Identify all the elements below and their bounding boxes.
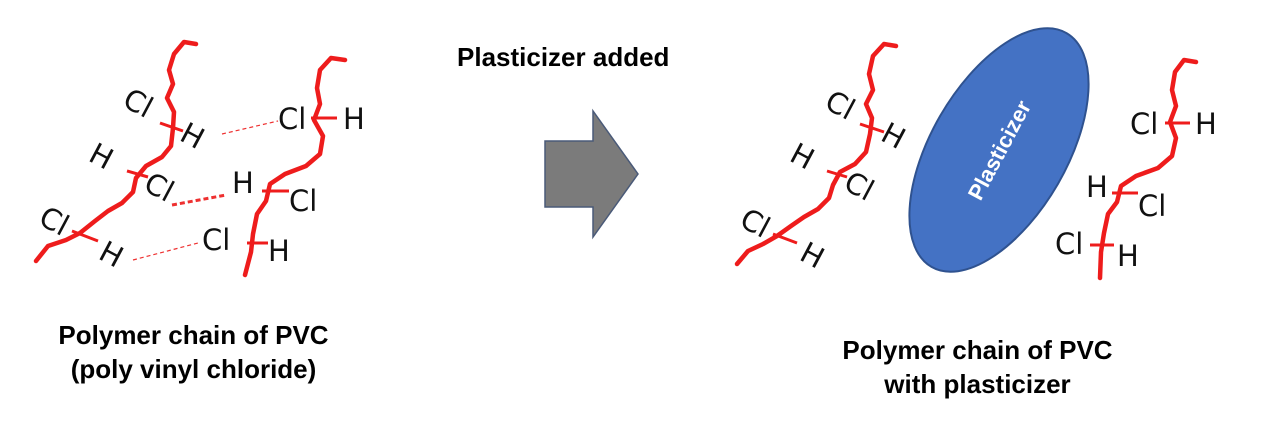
interchain-attraction-line: [132, 242, 199, 261]
polymer-chain-backbone: [33, 39, 199, 264]
hydrogen-atom: H: [175, 116, 210, 156]
arrow-label: Plasticizer added: [457, 42, 670, 72]
hydrogen-atom: H: [876, 116, 911, 156]
polymer-chain-backbone: [242, 55, 348, 278]
right-block-arrow-icon: [544, 108, 639, 240]
hydrogen-atom: H: [1117, 239, 1139, 273]
left-caption: Polymer chain of PVC (poly vinyl chlorid…: [36, 318, 351, 386]
plasticizer-molecule: [908, 27, 1090, 273]
right-panel: Cl H H Cl Cl H Plasticizer Cl H H Cl Cl …: [734, 27, 1217, 281]
interchain-attraction-line: [171, 193, 227, 207]
hydrogen-atom: H: [785, 136, 820, 176]
side-bond: [772, 232, 798, 245]
hydrogen-atom: H: [343, 102, 365, 136]
right-caption: Polymer chain of PVC with plasticizer: [820, 333, 1135, 401]
hydrogen-atom: H: [795, 235, 830, 275]
left-caption-line-1: Polymer chain of PVC: [58, 320, 329, 350]
left-caption-line-2: (poly vinyl chloride): [70, 354, 317, 384]
chlorine-atom: Cl: [1138, 189, 1166, 223]
hydrogen-atom: H: [1086, 170, 1108, 204]
chlorine-atom: Cl: [118, 81, 159, 124]
chlorine-atom: Cl: [1130, 107, 1158, 141]
right-caption-line-2: with plasticizer: [884, 369, 1071, 399]
side-bond: [71, 229, 99, 243]
hydrogen-atom: H: [232, 166, 254, 200]
polymer-chain-backbone: [734, 41, 899, 267]
hydrogen-atom: H: [84, 136, 119, 176]
interchain-attraction-line: [221, 120, 279, 135]
hydrogen-atom: H: [268, 234, 290, 268]
chlorine-atom: Cl: [1055, 227, 1083, 261]
chlorine-atom: Cl: [139, 165, 180, 208]
side-bond: [159, 121, 184, 133]
side-bond: [859, 122, 885, 134]
chlorine-atom: Cl: [820, 83, 861, 126]
polymer-chain-backbone: [1097, 57, 1199, 281]
chlorine-atom: Cl: [34, 199, 75, 242]
hydrogen-atom: H: [94, 234, 129, 274]
right-caption-line-1: Polymer chain of PVC: [842, 335, 1113, 365]
side-bond: [826, 169, 848, 179]
chlorine-atom: Cl: [289, 184, 317, 218]
left-panel: Cl H H Cl Cl H Cl H H Cl Cl H: [33, 39, 365, 278]
chlorine-atom: Cl: [278, 102, 306, 136]
side-bond: [126, 169, 149, 179]
hydrogen-atom: H: [1195, 107, 1217, 141]
chlorine-atom: Cl: [202, 223, 230, 257]
